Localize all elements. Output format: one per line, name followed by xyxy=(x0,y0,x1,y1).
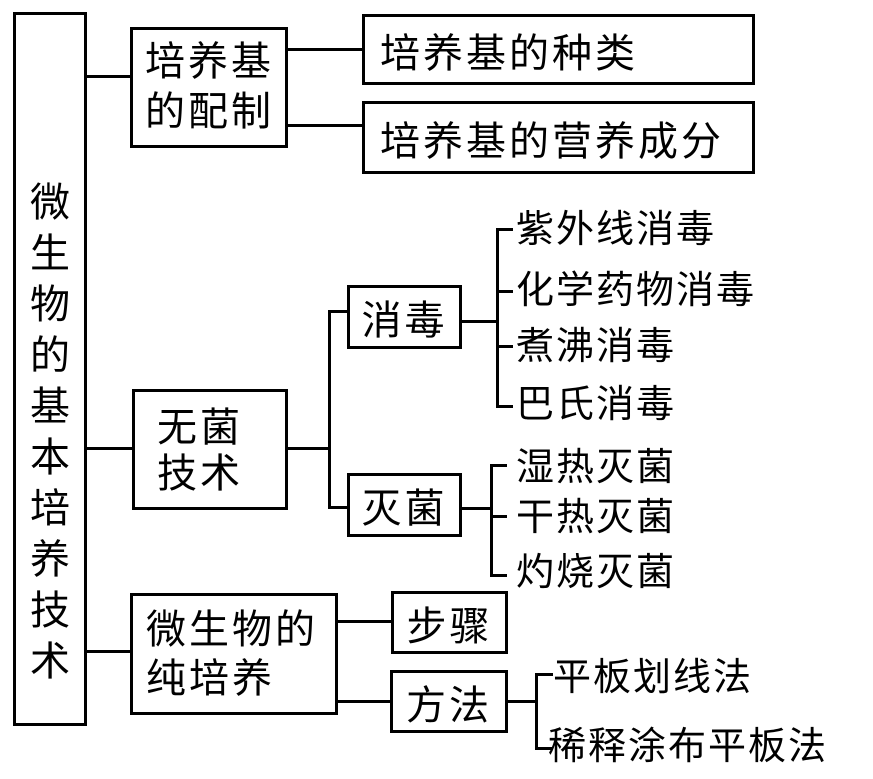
method-item: 平板划线法 xyxy=(553,657,754,699)
disinfection-method-item: 紫外线消毒 xyxy=(516,209,717,251)
connector-line xyxy=(535,673,538,750)
method-item: 稀释涂布平板法 xyxy=(548,726,829,768)
connector-line xyxy=(508,700,537,703)
connector-tick xyxy=(498,405,513,408)
pure-culture-box: 微生物的 纯培养 xyxy=(130,593,338,715)
connector-tick xyxy=(492,515,507,518)
connector-tick xyxy=(498,290,513,293)
connector-line xyxy=(490,464,493,577)
connector-tick xyxy=(492,464,507,467)
connector-line xyxy=(288,124,362,127)
connector-line xyxy=(288,48,362,51)
medium-prep-box: 培养基 的配制 xyxy=(130,27,288,148)
connector-tick xyxy=(492,574,507,577)
connector-line xyxy=(462,507,492,510)
connector-tick xyxy=(537,673,553,676)
connector-line xyxy=(85,447,132,450)
medium-types-label: 培养基的种类 xyxy=(380,30,638,76)
pure-culture-label-line2: 纯培养 xyxy=(146,656,275,701)
pure-culture-label-line1: 微生物的 xyxy=(146,607,318,652)
methods-box: 方法 xyxy=(390,670,508,733)
aseptic-box: 无菌 技术 xyxy=(132,389,288,510)
connector-line xyxy=(338,620,391,623)
disinfection-method-item: 巴氏消毒 xyxy=(516,384,677,426)
connector-line xyxy=(330,310,347,313)
connector-line xyxy=(328,310,331,509)
medium-nutrients-label: 培养基的营养成分 xyxy=(380,118,724,164)
steps-box: 步骤 xyxy=(391,591,508,654)
connector-tick xyxy=(498,345,513,348)
steps-label: 步骤 xyxy=(406,603,493,649)
connector-tick xyxy=(537,747,553,750)
root-topic-label: 微生物的基本培养技术 xyxy=(30,180,70,684)
sterilization-box: 灭菌 xyxy=(347,473,462,537)
disinfection-label: 消毒 xyxy=(361,298,448,343)
methods-label: 方法 xyxy=(406,682,492,728)
sterilization-method-item: 灼烧灭菌 xyxy=(516,552,677,594)
disinfection-method-item: 化学药物消毒 xyxy=(516,270,757,312)
medium-prep-label-line1: 培养基 xyxy=(145,39,274,84)
connector-tick xyxy=(498,228,513,231)
connector-line xyxy=(338,700,390,703)
root-topic-box: 微生物的基本培养技术 xyxy=(13,12,87,726)
disinfection-box: 消毒 xyxy=(347,285,462,349)
connector-line xyxy=(288,447,330,450)
aseptic-label-line1: 无菌 xyxy=(157,405,243,450)
medium-prep-label-line2: 的配制 xyxy=(145,89,274,134)
medium-types-box: 培养基的种类 xyxy=(362,14,755,85)
connector-line xyxy=(85,650,130,653)
connector-line xyxy=(496,228,499,408)
connector-line xyxy=(85,75,130,78)
aseptic-label-line2: 技术 xyxy=(157,451,243,496)
sterilization-label: 灭菌 xyxy=(361,486,448,531)
sterilization-method-item: 干热灭菌 xyxy=(516,497,677,539)
connector-line xyxy=(462,320,498,323)
sterilization-method-item: 湿热灭菌 xyxy=(516,447,677,489)
disinfection-method-item: 煮沸消毒 xyxy=(516,326,677,368)
connector-line xyxy=(330,506,347,509)
medium-nutrients-box: 培养基的营养成分 xyxy=(362,101,755,174)
